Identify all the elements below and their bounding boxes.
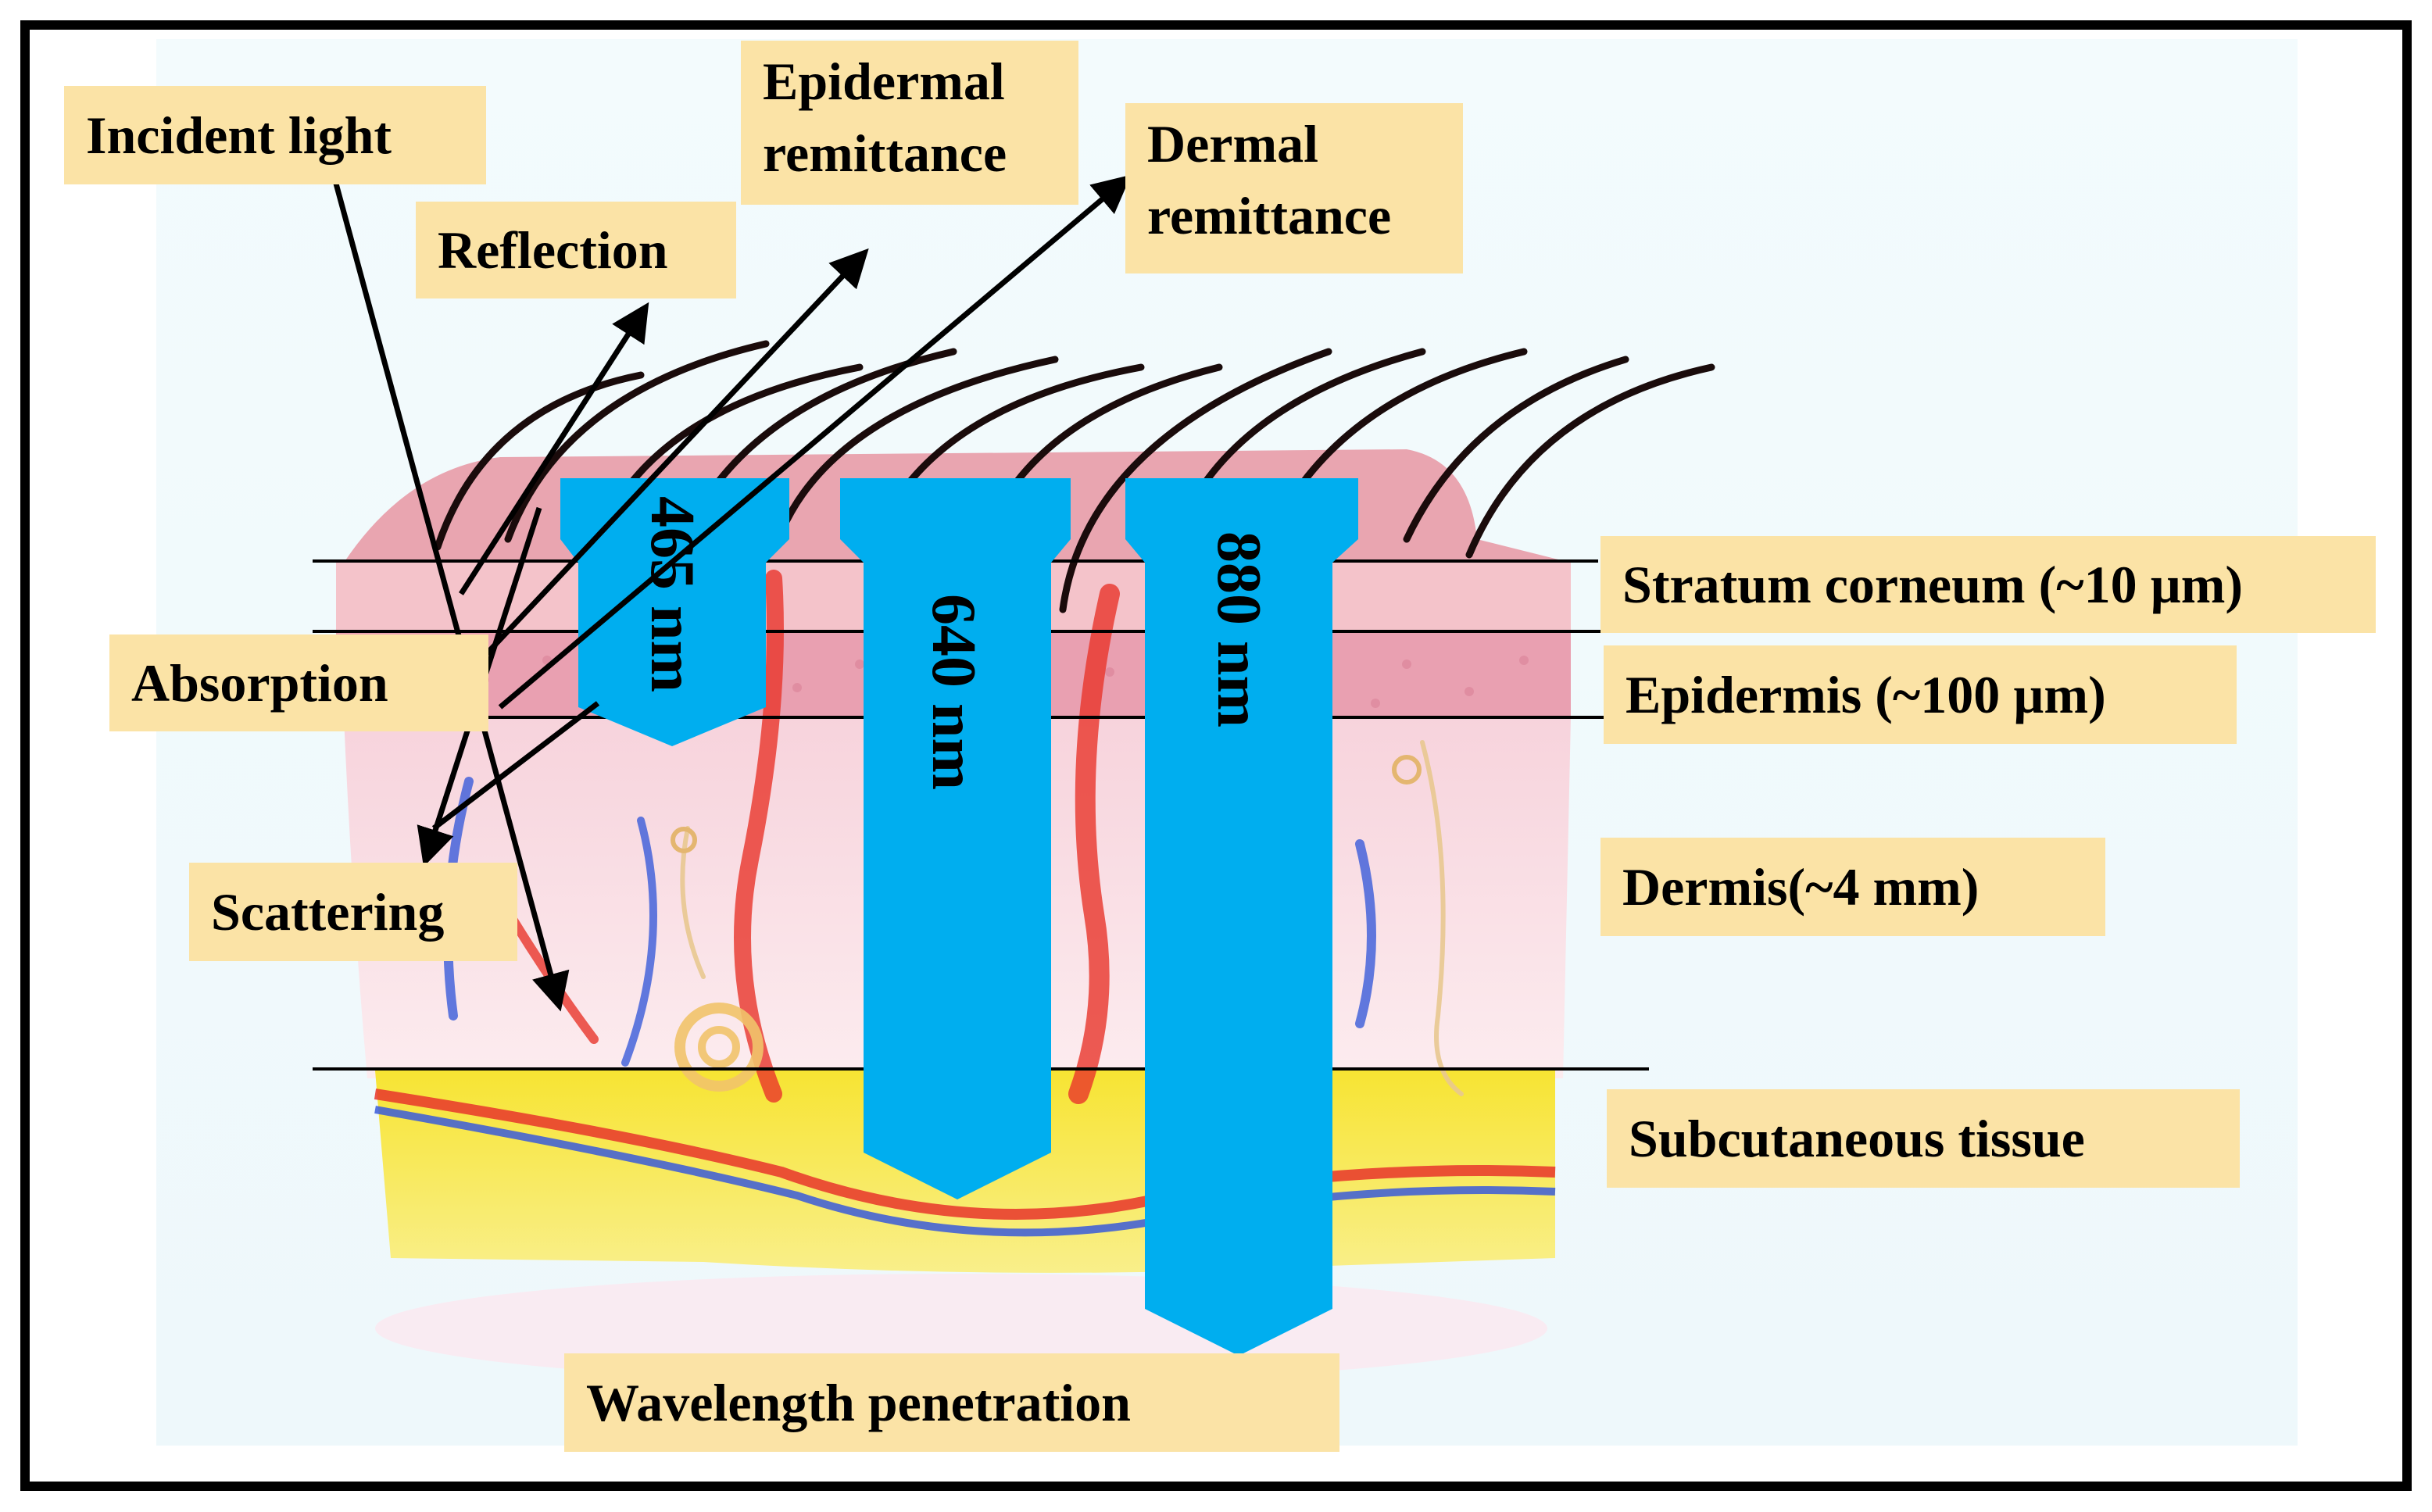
wavelength-arrow-640	[840, 478, 1071, 1199]
wavelength-640-label: 640 nm	[919, 594, 988, 791]
dermis-label: Dermis(~4 mm)	[1600, 838, 2105, 936]
wavelength-arrow-880	[1125, 478, 1358, 1356]
wavelength-penetration-label: Wavelength penetration	[564, 1353, 1339, 1452]
epidermal-remittance-line2: remittance	[763, 123, 1007, 183]
absorption-label: Absorption	[109, 634, 488, 731]
incident-light-arrow	[333, 183, 570, 1012]
epidermis-label: Epidermis (~100 µm)	[1604, 645, 2237, 744]
dermal-remittance-line1: Dermal	[1147, 114, 1319, 173]
light-paths	[333, 174, 1132, 1012]
incident-light-label: Incident light	[64, 86, 486, 184]
wavelength-465-label: 465 nm	[638, 496, 706, 693]
absorption-line	[431, 701, 600, 831]
dermal-remittance-label: Dermal remittance	[1125, 103, 1463, 273]
dermal-remittance-arrow	[498, 174, 1132, 710]
epidermal-remittance-arrow	[474, 248, 869, 667]
stratum-corneum-label: Stratum corneum (~10 µm)	[1600, 536, 2376, 633]
epidermal-remittance-line1: Epidermal	[763, 52, 1005, 111]
wavelength-880-label: 880 nm	[1204, 531, 1273, 728]
dermal-remittance-line2: remittance	[1147, 186, 1392, 245]
wavelength-arrow-465	[560, 478, 789, 746]
vein-horizontal	[374, 1106, 1556, 1237]
scattering-label: Scattering	[189, 863, 517, 961]
reflection-arrow	[459, 302, 649, 595]
epidermal-remittance-label: Epidermal remittance	[741, 41, 1078, 205]
reflection-label: Reflection	[416, 202, 736, 298]
subcutaneous-tissue-label: Subcutaneous tissue	[1607, 1089, 2240, 1188]
artery-horizontal	[374, 1088, 1556, 1220]
